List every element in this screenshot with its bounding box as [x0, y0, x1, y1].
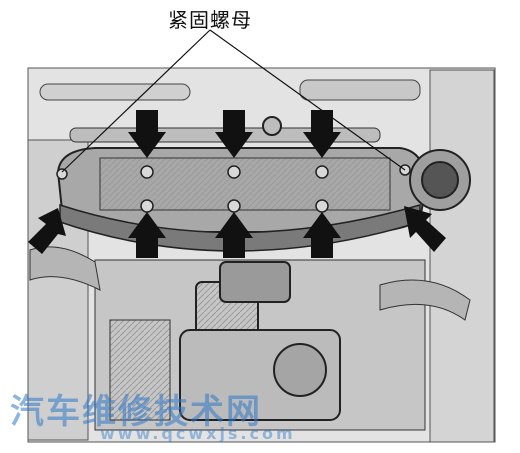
- nut: [56, 168, 68, 180]
- arrow-diagonal-left: [28, 208, 66, 254]
- nut: [315, 165, 329, 179]
- arrow-up: [215, 212, 253, 258]
- left-hose: [29, 246, 101, 291]
- nut: [227, 199, 241, 213]
- arrow-down: [303, 110, 341, 158]
- callout-label: 紧固螺母: [168, 8, 252, 32]
- arrow-diagonal-right: [404, 206, 446, 252]
- arrow-down: [215, 110, 253, 158]
- nut: [315, 199, 329, 213]
- watermark-text: 汽车维修技术网: [10, 392, 262, 432]
- arrow-up: [128, 212, 166, 258]
- actuator: [219, 261, 291, 303]
- nut: [140, 199, 154, 213]
- upper-right-pipe: [299, 79, 421, 101]
- upper-pipe: [39, 83, 191, 101]
- right-hose: [379, 279, 471, 321]
- belt-pulley: [109, 319, 171, 421]
- pump-cap: [273, 343, 327, 397]
- watermark-url: www.qcwxjs.com: [100, 424, 296, 443]
- engine-right-column: [429, 69, 495, 443]
- callout-lines: [61, 29, 406, 173]
- arrow-down: [128, 110, 166, 158]
- arrow-up: [303, 212, 341, 258]
- nut: [227, 165, 241, 179]
- throttle-bore: [421, 161, 459, 199]
- rail-connector: [262, 116, 282, 136]
- nut: [140, 165, 154, 179]
- side-arrows: [28, 206, 446, 254]
- top-arrows: [128, 110, 341, 158]
- bottom-arrows: [128, 212, 341, 258]
